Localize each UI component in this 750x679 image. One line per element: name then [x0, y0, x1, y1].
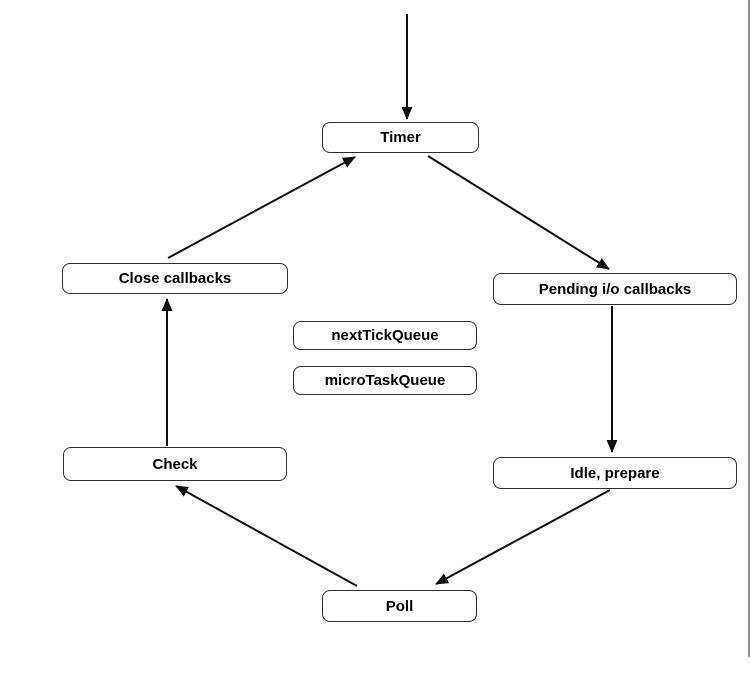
node-pending-io-callbacks: Pending i/o callbacks [493, 273, 737, 305]
arrow-idle-to-poll [435, 489, 611, 585]
node-label-idle-prepare: Idle, prepare [570, 464, 660, 482]
node-close-callbacks: Close callbacks [62, 263, 288, 294]
node-label-next-tick-queue: nextTickQueue [331, 327, 439, 344]
node-idle-prepare: Idle, prepare [493, 457, 737, 489]
node-label-timer: Timer [380, 129, 421, 146]
window-right-border [748, 0, 750, 657]
node-check: Check [63, 447, 287, 481]
node-poll: Poll [322, 590, 477, 622]
arrow-poll-to-check [175, 485, 358, 587]
node-label-micro-task-queue: microTaskQueue [324, 372, 446, 389]
node-label-check: Check [152, 455, 198, 473]
arrow-timer-to-pending-io [427, 155, 610, 270]
node-micro-task-queue: microTaskQueue [293, 366, 477, 395]
node-label-poll: Poll [385, 597, 414, 615]
node-label-pending-io-callbacks: Pending i/o callbacks [538, 280, 692, 298]
node-label-close-callbacks: Close callbacks [118, 270, 232, 287]
node-timer: Timer [322, 122, 479, 153]
node-next-tick-queue: nextTickQueue [293, 321, 477, 350]
arrow-close-callbacks-to-timer [167, 156, 356, 259]
